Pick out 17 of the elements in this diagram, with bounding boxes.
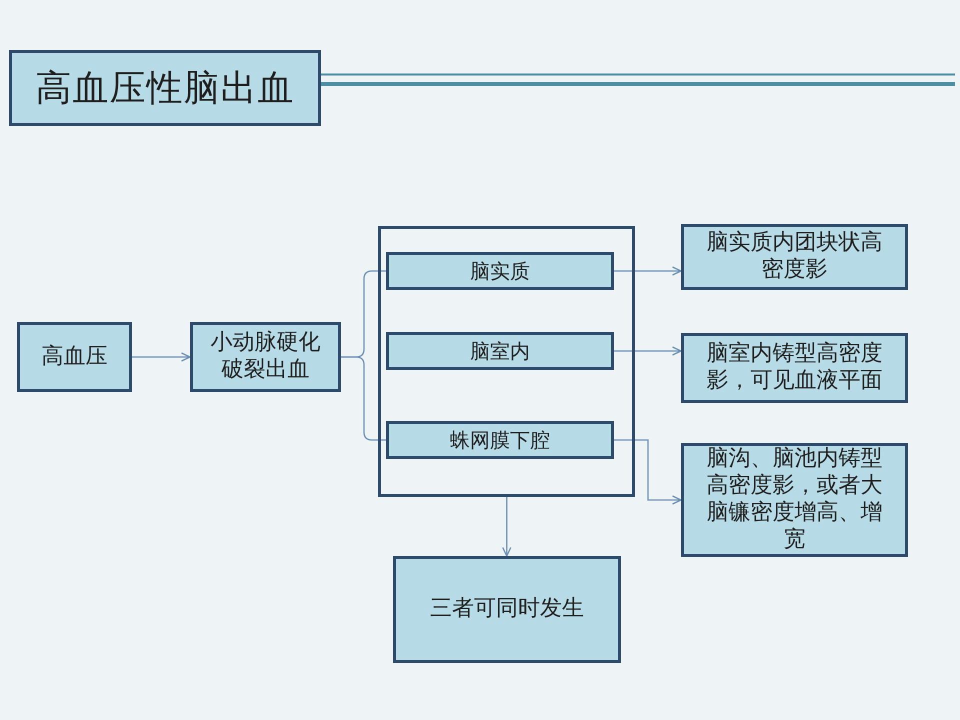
- arrow: [132, 352, 191, 362]
- arrow: [614, 266, 682, 276]
- arrow: [614, 439, 682, 505]
- connector-line: [341, 356, 386, 441]
- process-box: 脑室内铸型高密度影，可见血液平面: [681, 333, 908, 403]
- process-box: 三者可同时发生: [393, 556, 621, 663]
- process-box: 脑室内: [386, 332, 614, 370]
- process-box: 脑实质: [386, 252, 614, 290]
- process-box: 小动脉硬化破裂出血: [190, 322, 341, 392]
- process-box: 脑沟、脑池内铸型高密度影，或者大脑镰密度增高、增宽: [681, 443, 908, 557]
- process-box: 高血压: [17, 322, 132, 392]
- arrow: [502, 497, 512, 557]
- arrow: [614, 346, 682, 356]
- title-banner: 高血压性脑出血: [9, 50, 321, 126]
- process-box: 蛛网膜下腔: [386, 421, 614, 459]
- process-box: 脑实质内团块状高密度影: [681, 224, 908, 290]
- group-box: [378, 226, 635, 497]
